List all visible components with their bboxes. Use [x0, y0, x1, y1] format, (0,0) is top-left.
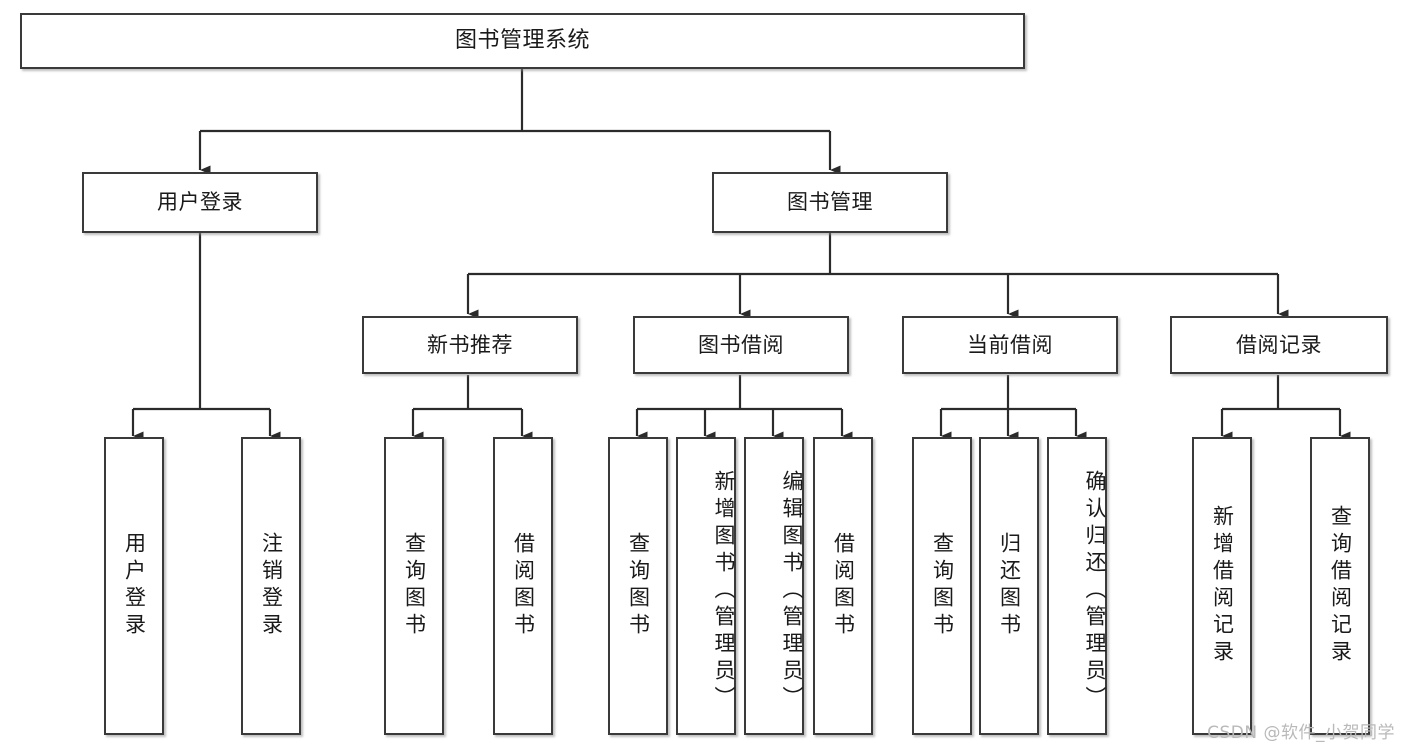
node-label: 查询图书 [930, 532, 955, 640]
node-label: 图书管理系统 [454, 28, 590, 54]
node-new-book-recommend[interactable]: 新书推荐 [362, 316, 578, 374]
node-user-login[interactable]: 用户登录 [82, 172, 318, 233]
connector-group-borrow-record [1220, 375, 1351, 441]
node-label: 查询图书 [402, 532, 427, 640]
node-leaf-query-book-3[interactable]: 查询图书 [912, 437, 972, 735]
connector-group-root [198, 69, 841, 175]
node-leaf-add-book[interactable]: 新增图书（管理员） [676, 437, 736, 735]
node-label: 借阅图书 [511, 532, 536, 640]
node-book-borrow[interactable]: 图书借阅 [633, 316, 849, 374]
node-label: 借阅图书 [831, 532, 856, 640]
connector-group-book-manage [466, 233, 1289, 319]
connector-group-current-borrow [939, 375, 1087, 441]
node-label: 查询借阅记录 [1328, 505, 1353, 667]
node-leaf-query-book-1[interactable]: 查询图书 [384, 437, 444, 735]
node-label: 用户登录 [157, 190, 243, 215]
node-label: 新增借阅记录 [1210, 505, 1235, 667]
node-label: 归还图书 [997, 532, 1022, 640]
node-leaf-confirm-return[interactable]: 确认归还（管理员） [1047, 437, 1107, 735]
node-leaf-borrow-book-2[interactable]: 借阅图书 [813, 437, 873, 735]
node-borrow-record[interactable]: 借阅记录 [1170, 316, 1388, 374]
node-leaf-return-book[interactable]: 归还图书 [979, 437, 1039, 735]
connector-group-book-borrow [635, 375, 853, 441]
node-leaf-borrow-book-1[interactable]: 借阅图书 [493, 437, 553, 735]
node-book-manage[interactable]: 图书管理 [712, 172, 948, 233]
connector-group-user-login [131, 233, 281, 441]
node-label: 借阅记录 [1236, 332, 1322, 357]
node-label: 查询图书 [626, 532, 651, 640]
connector-group-new-book-recommend [411, 375, 533, 441]
node-label: 确认归还（管理员） [1083, 469, 1107, 713]
node-leaf-logout-login[interactable]: 注销登录 [241, 437, 301, 735]
node-leaf-query-book-2[interactable]: 查询图书 [608, 437, 668, 735]
node-root-book-management-system[interactable]: 图书管理系统 [20, 13, 1025, 69]
node-leaf-add-record[interactable]: 新增借阅记录 [1192, 437, 1252, 735]
node-label: 当前借阅 [967, 332, 1053, 357]
node-label: 注销登录 [259, 532, 284, 640]
node-leaf-edit-book[interactable]: 编辑图书（管理员） [744, 437, 804, 735]
node-label: 用户登录 [122, 532, 147, 640]
node-leaf-user-login[interactable]: 用户登录 [104, 437, 164, 735]
node-label: 图书管理 [787, 190, 873, 215]
node-label: 新增图书（管理员） [712, 469, 736, 713]
node-label: 新书推荐 [427, 332, 513, 357]
node-label: 编辑图书（管理员） [780, 469, 804, 713]
node-label: 图书借阅 [698, 332, 784, 357]
node-leaf-query-record[interactable]: 查询借阅记录 [1310, 437, 1370, 735]
node-current-borrow[interactable]: 当前借阅 [902, 316, 1118, 374]
